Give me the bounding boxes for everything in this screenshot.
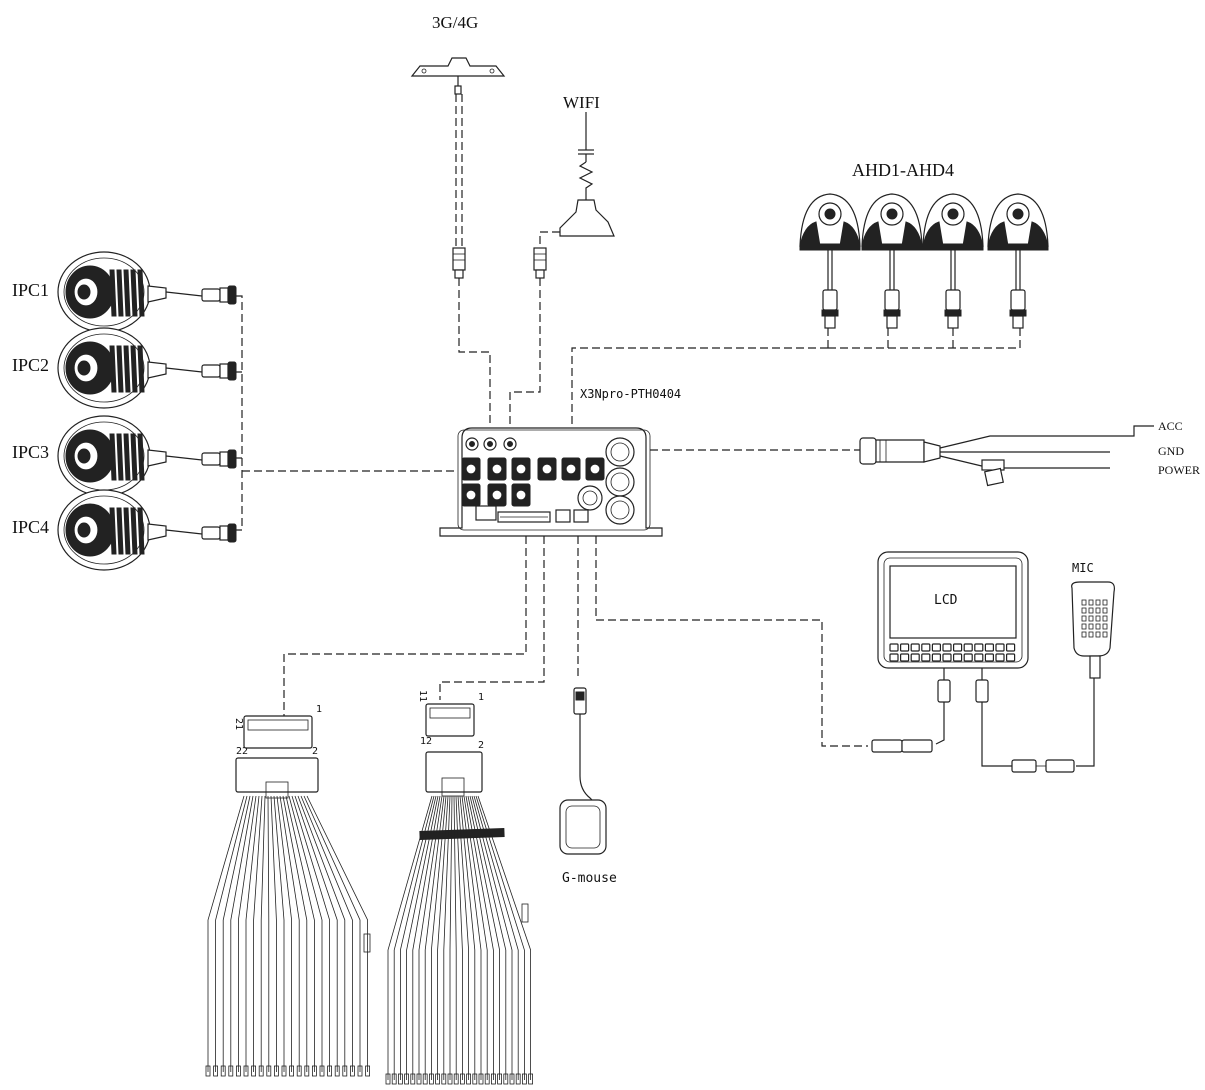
gnd-label: GND xyxy=(1158,444,1184,458)
connector-12pin: 11 1 12 2 xyxy=(385,690,533,1085)
ahd-label: AHD1-AHD4 xyxy=(852,160,954,180)
gmouse-label: G-mouse xyxy=(562,871,617,886)
lcd-button-row xyxy=(889,643,1016,662)
ahd-cameras: AHD1-AHD4 xyxy=(571,160,1049,430)
device-model-label: X3Npro-PTH0404 xyxy=(580,387,681,401)
antenna-wifi: WIFI xyxy=(533,93,615,279)
antenna-3g4g: 3G/4G xyxy=(410,13,506,279)
ahd-camera-3 xyxy=(922,193,984,329)
ipc2-label: IPC2 xyxy=(12,355,49,375)
antenna-3g4g-label: 3G/4G xyxy=(432,13,478,32)
g-mouse: G-mouse xyxy=(559,687,617,886)
power-label: POWER xyxy=(1158,463,1200,477)
device-port-grid xyxy=(461,457,605,507)
conn-a-pin1: 1 xyxy=(316,704,322,715)
conn-a-pin2: 2 xyxy=(312,746,318,757)
ipc-camera-2 xyxy=(57,327,237,409)
ipc-camera-3 xyxy=(57,415,237,497)
connector-22pin-wires xyxy=(205,795,371,1077)
connector-22pin: 21 1 22 2 xyxy=(205,704,371,1077)
conn-a-pin22: 22 xyxy=(236,746,248,757)
lcd-label: LCD xyxy=(934,593,958,608)
connector-12pin-wires xyxy=(385,795,533,1085)
ipc4-label: IPC4 xyxy=(12,517,49,537)
acc-label: ACC xyxy=(1158,419,1183,433)
mic-label: MIC xyxy=(1072,561,1094,575)
ipc-camera-1 xyxy=(57,251,237,333)
ipc3-label: IPC3 xyxy=(12,442,49,462)
conn-b-pin11: 11 xyxy=(417,690,428,702)
mic-grill xyxy=(1081,599,1108,638)
ipc-camera-4 xyxy=(57,489,237,571)
power-harness: ACC GND POWER xyxy=(650,419,1200,487)
ahd-camera-4 xyxy=(987,193,1049,329)
conn-a-pin21: 21 xyxy=(233,718,244,730)
ahd-camera-2 xyxy=(861,193,923,329)
conn-b-pin12: 12 xyxy=(420,736,432,747)
dvr-device: X3Npro-PTH0404 xyxy=(439,387,681,537)
microphone: MIC xyxy=(981,561,1115,773)
ipc-cameras: IPC1 IPC2 IPC3 IPC4 xyxy=(12,251,456,571)
lcd-monitor: LCD xyxy=(871,551,1029,753)
conn-b-pin2: 2 xyxy=(478,740,484,751)
wifi-label: WIFI xyxy=(563,93,600,112)
ahd-camera-1 xyxy=(799,193,861,329)
conn-b-pin1: 1 xyxy=(478,692,484,703)
ipc1-label: IPC1 xyxy=(12,280,49,300)
